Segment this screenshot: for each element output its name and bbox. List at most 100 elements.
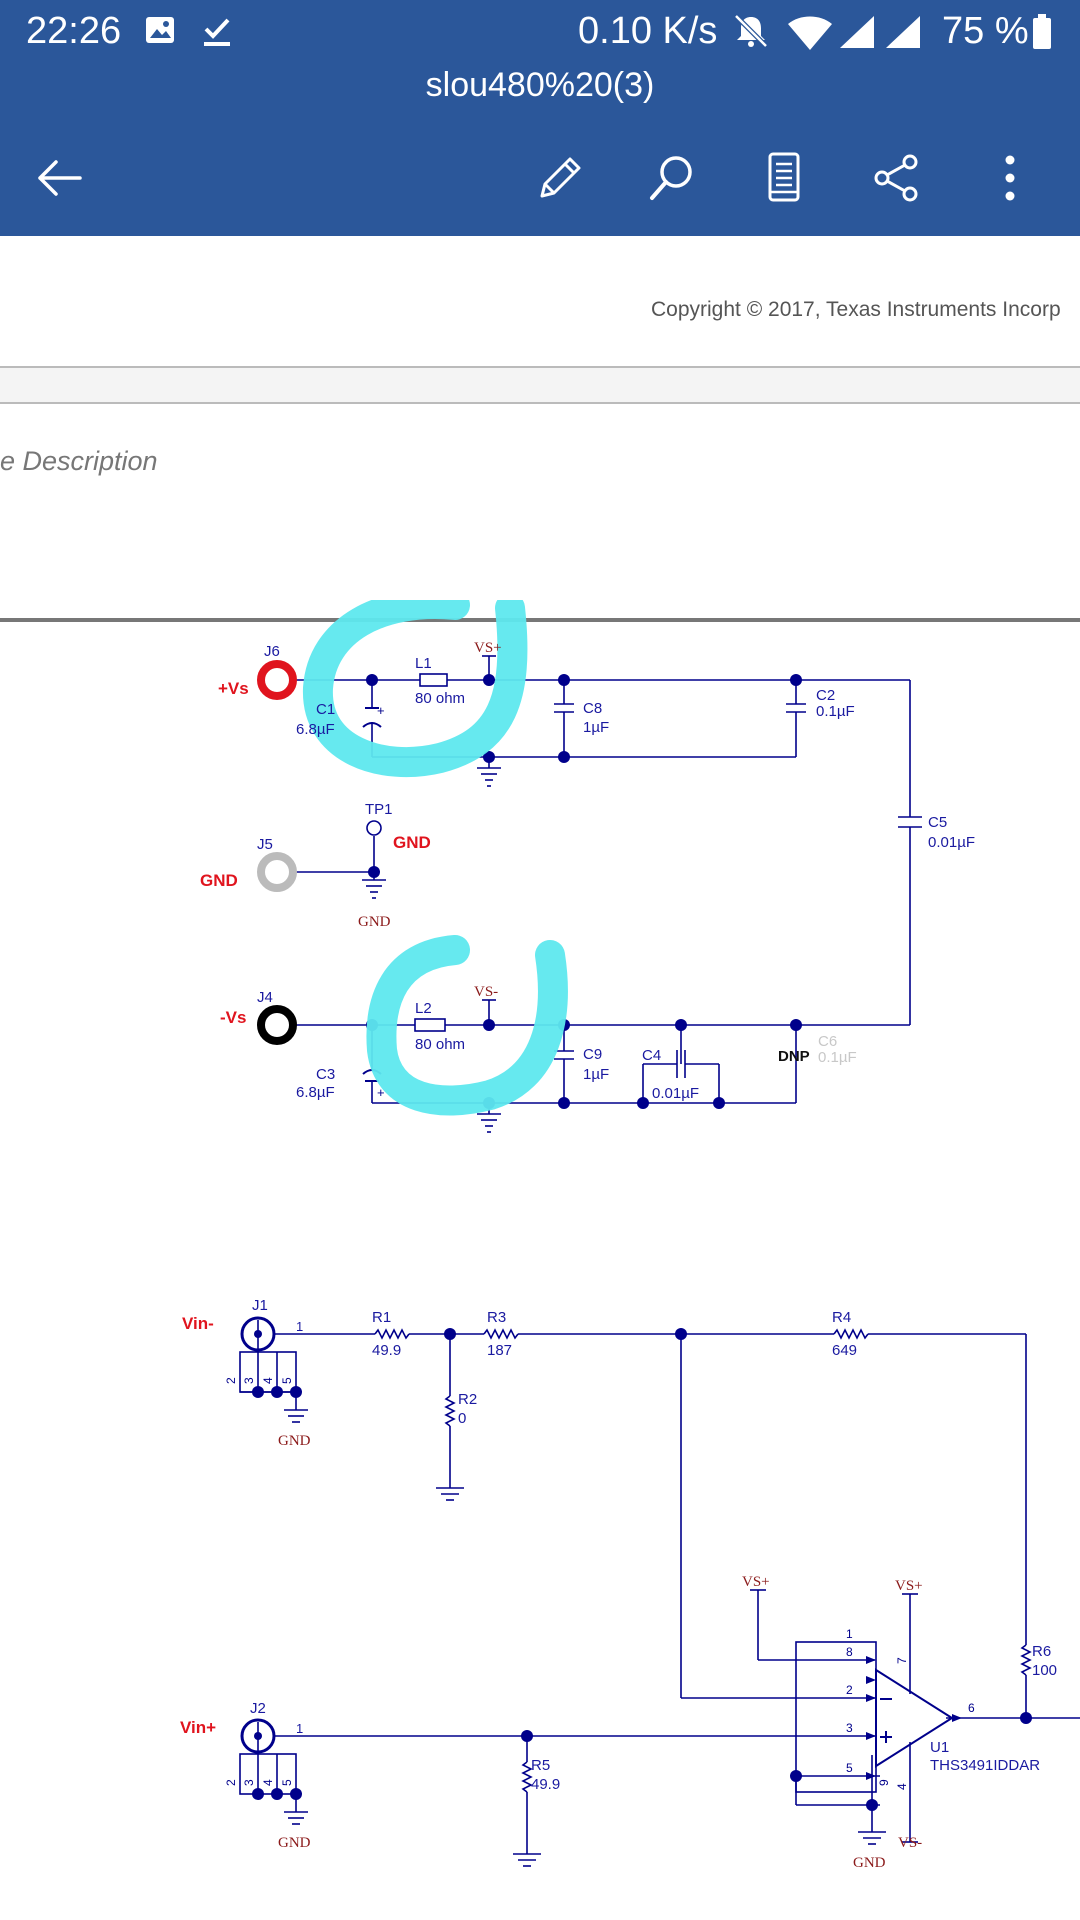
val-l1: 80 ohm	[415, 690, 465, 707]
pin-j1-3: 3	[242, 1377, 256, 1384]
more-options-button[interactable]	[978, 146, 1042, 210]
label-dnp: DNP	[778, 1048, 810, 1065]
svg-text:+: +	[377, 703, 385, 718]
ref-r3: R3	[487, 1309, 506, 1326]
val-r4: 649	[832, 1342, 857, 1359]
pin-u1-2: 2	[846, 1683, 853, 1697]
pin-u1-3: 3	[846, 1721, 853, 1735]
net-gnd: GND	[358, 914, 391, 930]
search-button[interactable]	[640, 146, 704, 210]
val-r5: 49.9	[531, 1776, 560, 1793]
ref-c4: C4	[642, 1047, 661, 1064]
search-icon	[650, 156, 692, 200]
status-time: 22:26	[26, 10, 122, 52]
net-vs-minus: VS-	[898, 1835, 922, 1851]
ref-c8: C8	[583, 700, 602, 717]
signal-icon	[884, 14, 922, 55]
ref-c2: C2	[816, 687, 835, 704]
pin-j2-5: 5	[280, 1779, 294, 1786]
battery-percent: 75 %	[942, 10, 1029, 52]
pin-u1-4: 4	[895, 1783, 909, 1790]
svg-text:+: +	[377, 1085, 385, 1100]
image-icon	[144, 14, 176, 51]
ref-u1: U1	[930, 1739, 949, 1756]
pin-j1-1: 1	[296, 1319, 303, 1334]
pin-j2-2: 2	[224, 1779, 238, 1786]
check-icon	[200, 14, 234, 53]
val-c6: 0.1µF	[818, 1049, 857, 1066]
mute-icon	[732, 12, 770, 55]
pin-j1-5: 5	[280, 1377, 294, 1384]
divider	[0, 618, 1080, 622]
pin-u1-7: 7	[895, 1657, 909, 1664]
edit-pencil-icon	[540, 157, 581, 198]
pin-j2-1: 1	[296, 1721, 303, 1736]
net-vs-plus: VS+	[895, 1578, 923, 1594]
pin-j2-4: 4	[261, 1779, 275, 1786]
net-vs-plus: VS+	[742, 1574, 770, 1590]
ref-j6: J6	[264, 643, 280, 660]
reading-view-button[interactable]	[752, 146, 816, 210]
pin-u1-8: 8	[846, 1645, 853, 1659]
label-tp1-gnd: GND	[393, 833, 431, 852]
val-c2: 0.1µF	[816, 703, 855, 720]
net-gnd: GND	[278, 1433, 311, 1449]
network-speed: 0.10 K/s	[578, 10, 718, 52]
wifi-icon	[786, 14, 834, 57]
val-c3: 6.8µF	[296, 1084, 335, 1101]
ref-c5: C5	[928, 814, 947, 831]
part-u1: THS3491IDDAR	[930, 1757, 1040, 1774]
val-r2: 0	[458, 1410, 466, 1427]
more-vert-icon	[1005, 155, 1015, 201]
share-button[interactable]	[864, 146, 928, 210]
val-c5: 0.01µF	[928, 834, 975, 851]
ref-r5: R5	[531, 1757, 550, 1774]
battery-icon	[1032, 14, 1052, 55]
ref-tp1: TP1	[365, 801, 393, 818]
edit-button[interactable]	[528, 146, 592, 210]
signal-icon	[838, 14, 876, 55]
j1-bnc	[240, 1316, 276, 1352]
ref-r1: R1	[372, 1309, 391, 1326]
val-l2: 80 ohm	[415, 1036, 465, 1053]
j4-connector	[257, 1005, 297, 1045]
ref-c1: C1	[316, 701, 335, 718]
schematic: J6 L1 80 ohm C1 6.8µF C8 1µF C2 0.1µF C5…	[180, 600, 1080, 1871]
net-gnd: GND	[278, 1835, 311, 1851]
val-c8: 1µF	[583, 719, 609, 736]
tp1-testpoint	[366, 820, 382, 836]
val-c9: 1µF	[583, 1066, 609, 1083]
label-vin-plus: Vin+	[180, 1718, 216, 1737]
divider	[0, 402, 1080, 404]
back-button[interactable]	[28, 146, 92, 210]
pin-u1-1: 1	[846, 1627, 853, 1641]
ref-l2: L2	[415, 1000, 432, 1017]
val-r3: 187	[487, 1342, 512, 1359]
pin-u1-5: 5	[846, 1761, 853, 1775]
highlight-stroke	[366, 935, 568, 1116]
status-bar: 22:26 0.10 K/s 75 %	[0, 0, 1080, 64]
net-gnd: GND	[853, 1855, 886, 1871]
net-vs-plus: VS+	[474, 640, 502, 656]
table-band	[0, 368, 1080, 402]
j6-connector	[257, 660, 297, 700]
ref-j5: J5	[257, 836, 273, 853]
app-bar: 22:26 0.10 K/s 75 % slou480%20(3)	[0, 0, 1080, 236]
ref-l1: L1	[415, 655, 432, 672]
ref-r2: R2	[458, 1391, 477, 1408]
ref-c6: C6	[818, 1033, 837, 1050]
back-arrow-icon	[38, 160, 82, 196]
val-r6: 100	[1032, 1662, 1057, 1679]
label-gnd: GND	[200, 871, 238, 890]
ref-j4: J4	[257, 989, 273, 1006]
share-icon	[874, 154, 918, 202]
ref-j2: J2	[250, 1700, 266, 1717]
copyright-text: Copyright © 2017, Texas Instruments Inco…	[651, 298, 1061, 321]
divider	[0, 366, 1080, 368]
pin-j1-2: 2	[224, 1377, 238, 1384]
reading-view-icon	[768, 152, 800, 202]
document-title: slou480%20(3)	[425, 66, 655, 104]
net-vs-minus: VS-	[474, 984, 498, 1000]
ref-j1: J1	[252, 1297, 268, 1314]
pin-j1-4: 4	[261, 1377, 275, 1384]
